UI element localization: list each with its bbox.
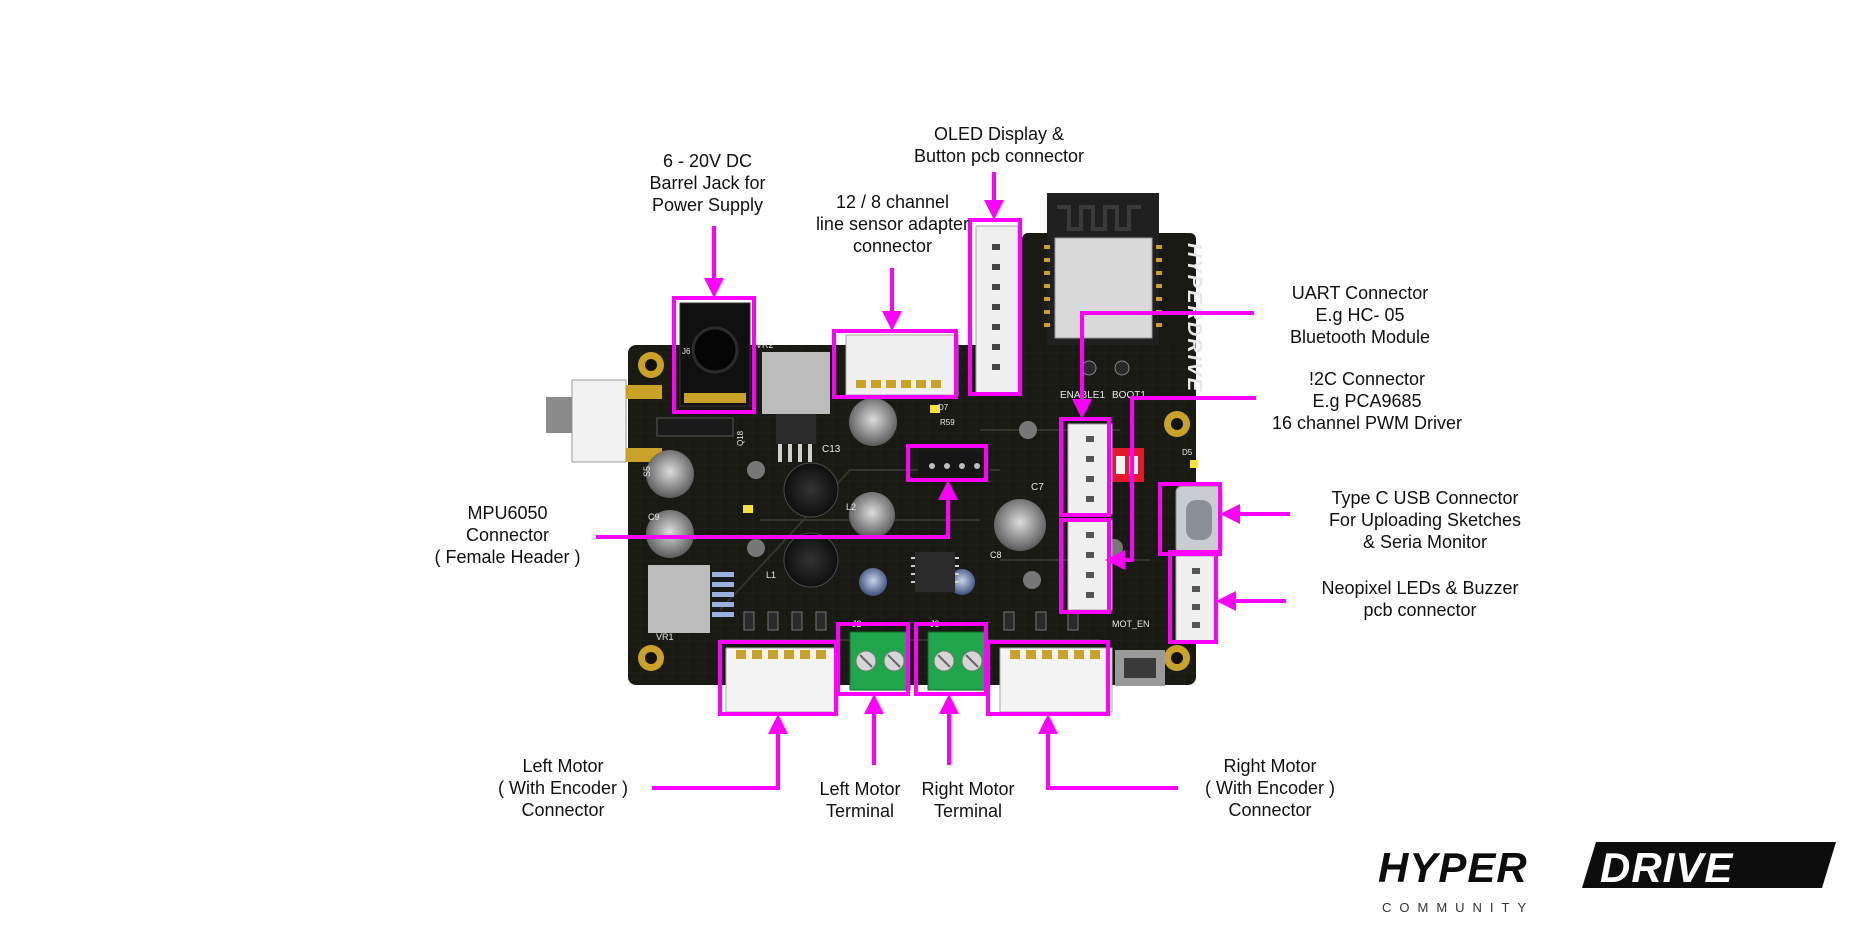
silk-c13: C13 xyxy=(822,444,841,455)
callout-mpu: MPU6050 Connector ( Female Header ) xyxy=(425,502,590,568)
silk-r59: R59 xyxy=(940,418,955,427)
silk-c7: C7 xyxy=(1031,482,1044,493)
logo-word-left: HYPER xyxy=(1378,844,1528,891)
arrow-right-encoder xyxy=(1048,718,1178,788)
callout-right-encoder: Right Motor ( With Encoder ) Connector xyxy=(1185,755,1355,821)
hyperdrive-community-logo: HYPER DRIVE COMMUNITY xyxy=(1378,840,1838,918)
arrow-left-encoder xyxy=(652,718,778,788)
silk-j6: J6 xyxy=(682,347,691,356)
barrel-jack xyxy=(680,303,750,406)
callout-uart: UART Connector E.g HC- 05 Bluetooth Modu… xyxy=(1260,282,1460,348)
callout-barrel-jack: 6 - 20V DC Barrel Jack for Power Supply xyxy=(630,150,785,216)
silk-d7: D7 xyxy=(938,403,949,412)
callout-left-encoder: Left Motor ( With Encoder ) Connector xyxy=(478,755,648,821)
silk-l2: L2 xyxy=(846,502,856,512)
callout-i2c: !2C Connector E.g PCA9685 16 channel PWM… xyxy=(1262,368,1472,434)
board-brand: HYPERDRIVE xyxy=(1183,243,1205,393)
silk-c9: C9 xyxy=(648,512,660,522)
silk-c8: C8 xyxy=(990,550,1002,560)
callout-neopixel: Neopixel LEDs & Buzzer pcb connector xyxy=(1300,577,1540,621)
silk-q18: Q18 xyxy=(736,430,745,446)
callout-line-sensor: 12 / 8 channel line sensor adapter conne… xyxy=(780,191,1005,257)
silk-l1: L1 xyxy=(766,570,776,580)
silk-vr2: VR2 xyxy=(756,340,774,350)
callout-usb: Type C USB Connector For Uploading Sketc… xyxy=(1310,487,1540,553)
logo-tagline: COMMUNITY xyxy=(1382,900,1534,915)
silk-vr1: VR1 xyxy=(656,632,674,642)
callout-oled: OLED Display & Button pcb connector xyxy=(890,123,1108,167)
logo-word-right: DRIVE xyxy=(1600,844,1734,891)
silk-mot-en: MOT_EN xyxy=(1112,619,1150,629)
esp32-module xyxy=(1044,193,1162,345)
callout-right-terminal: Right Motor Terminal xyxy=(908,778,1028,822)
silk-s5: S5 xyxy=(642,466,652,477)
silk-d5: D5 xyxy=(1182,448,1193,457)
callout-left-terminal: Left Motor Terminal xyxy=(800,778,920,822)
